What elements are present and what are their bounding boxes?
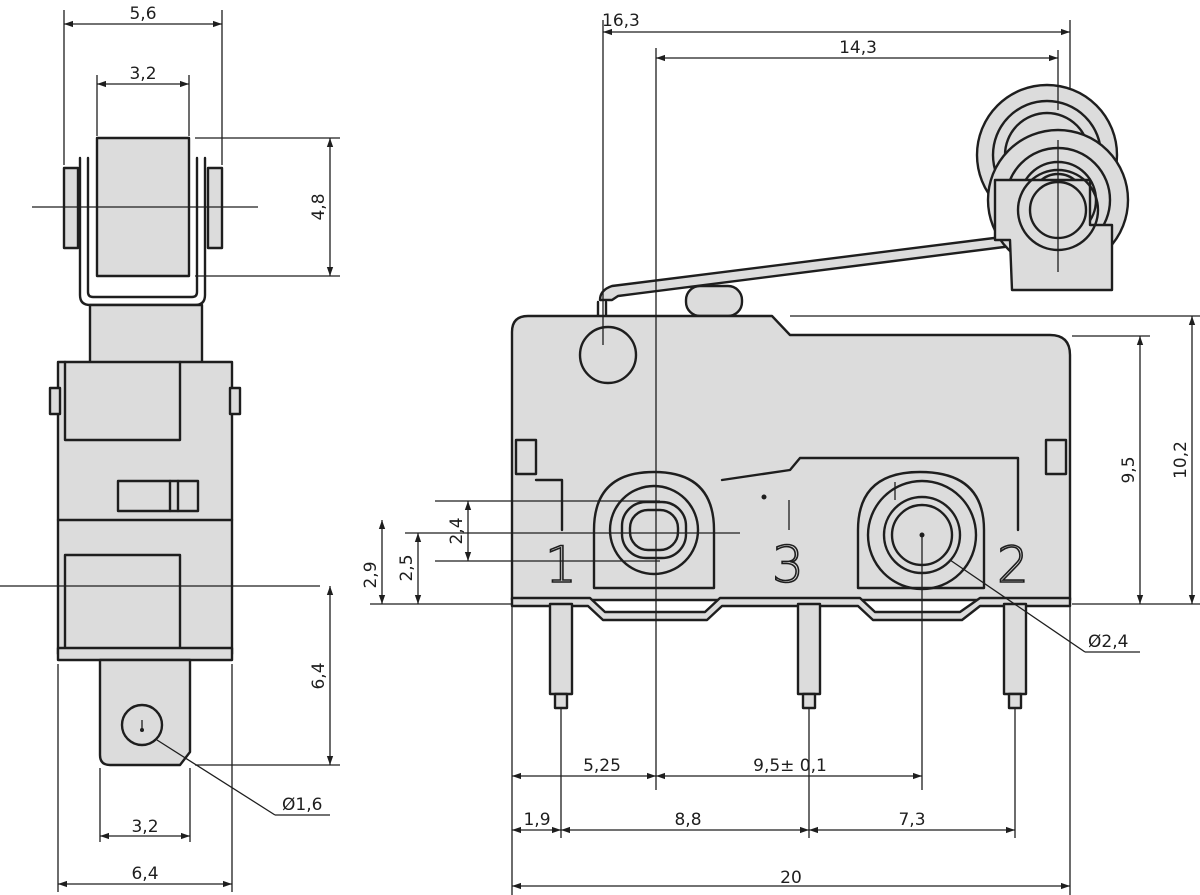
dim-front-hole-top: 2,9 xyxy=(361,561,381,588)
terminal-1 xyxy=(592,470,716,590)
front-view: 1 3 2 16,3 14,3 10, xyxy=(361,11,1200,895)
dim-side-body-width: 6,4 xyxy=(131,864,158,884)
dim-side-roller-height: 4,8 xyxy=(309,193,329,220)
dim-front-hole-span: 2,4 xyxy=(447,517,467,544)
side-roller xyxy=(32,136,258,307)
side-view: 5,6 3,2 4,8 6,4 3,2 6,4 xyxy=(0,4,340,892)
front-dimensions: 16,3 14,3 10,2 9,5 2,4 2,5 xyxy=(361,11,1200,895)
dim-front-pin-hole: Ø2,4 xyxy=(1088,632,1128,652)
dim-front-pin-pitch2: 7,3 xyxy=(898,810,925,830)
dim-side-tab-hole: Ø1,6 xyxy=(282,795,322,815)
dim-front-pin-offset: 1,9 xyxy=(523,810,550,830)
dim-front-height-body: 9,5 xyxy=(1119,456,1139,483)
terminal-3-mark xyxy=(761,494,790,530)
terminal-2 xyxy=(856,470,986,591)
pivot-hole xyxy=(578,325,638,385)
side-plunger xyxy=(88,303,204,367)
dim-side-roller-inner: 3,2 xyxy=(129,64,156,84)
side-body xyxy=(48,360,242,662)
dim-front-hole-center: 2,5 xyxy=(397,554,417,581)
dim-side-tab-length: 6,4 xyxy=(309,662,329,689)
dim-front-pos-spacing: 9,5± 0,1 xyxy=(753,756,827,776)
front-pins xyxy=(548,602,1028,710)
dim-front-total-width: 20 xyxy=(780,868,802,888)
dim-front-pos-first: 5,25 xyxy=(583,756,621,776)
pin-label-2: 2 xyxy=(997,536,1029,594)
dim-side-tab-width: 3,2 xyxy=(131,817,158,837)
dim-front-height-total: 10,2 xyxy=(1171,441,1191,479)
dim-front-lever-axis: 14,3 xyxy=(839,38,877,58)
dim-front-lever-total: 16,3 xyxy=(602,11,640,31)
dim-side-roller-width: 5,6 xyxy=(129,4,156,24)
pin-label-1: 1 xyxy=(545,536,577,594)
side-dimensions: 5,6 3,2 4,8 6,4 3,2 6,4 xyxy=(57,4,340,892)
pin-label-3: 3 xyxy=(772,536,804,594)
dim-front-pin-pitch1: 8,8 xyxy=(674,810,701,830)
side-tab xyxy=(98,658,192,767)
front-roller xyxy=(975,83,1130,292)
